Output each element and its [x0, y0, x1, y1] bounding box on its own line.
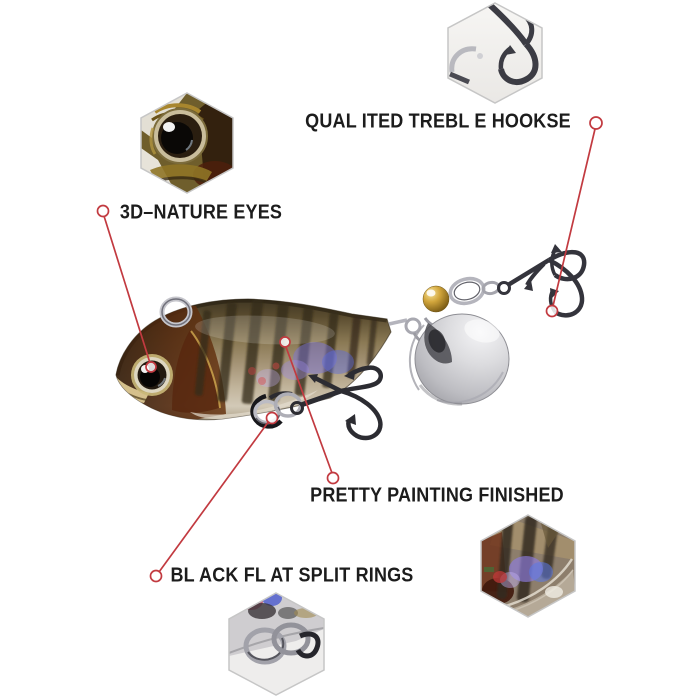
callout-marker-eyes-label	[96, 204, 110, 218]
callout-label-treble-hooks: QUAL ITED TREBL E HOOKSE	[305, 110, 571, 133]
lure-eye	[131, 354, 173, 396]
callout-line-painting	[285, 346, 333, 474]
belly-treble-hook	[290, 365, 384, 441]
lure-gill-plate	[172, 330, 219, 413]
callout-marker-hooks-label	[589, 116, 603, 130]
tail-split-ring	[448, 276, 486, 306]
lure-mouth	[116, 377, 149, 403]
callout-line-eyes	[103, 215, 151, 364]
inset-paint-border	[480, 514, 576, 618]
callout-label-nature-eyes: 3D–NATURE EYES	[119, 201, 283, 224]
callout-marker-paint-label	[326, 471, 340, 485]
callout-label-painting: PRETTY PAINTING FINISHED	[310, 484, 564, 507]
paint-closeup-art	[481, 515, 575, 617]
inset-treble-hook-closeup	[447, 2, 543, 104]
callout-line-hooks	[552, 128, 596, 307]
gold-bead	[422, 285, 450, 313]
inset-eye-border	[140, 92, 234, 194]
callout-line-rings	[158, 420, 270, 573]
eye-closeup-art	[141, 93, 233, 193]
callout-label-split-rings: BL ACK FL AT SPLIT RINGS	[170, 564, 414, 587]
rings-closeup-art	[229, 593, 324, 665]
callout-marker-ring-target	[265, 411, 279, 425]
inset-eye-closeup	[140, 92, 234, 194]
tail-wire	[388, 318, 408, 326]
hook-closeup-art	[449, 3, 539, 85]
tail-assembly	[388, 276, 501, 345]
callout-marker-paint-target	[279, 336, 291, 348]
lure	[115, 244, 587, 441]
lure-flank-highlight	[195, 315, 335, 345]
callout-marker-eye-target	[145, 361, 157, 373]
line-tie-loop	[159, 296, 193, 328]
callout-marker-hook-target	[545, 304, 559, 318]
inset-rings-border	[228, 592, 325, 696]
inset-paint-pattern-closeup	[480, 514, 576, 618]
lure-iridescence	[248, 342, 354, 387]
tail-wire-loop	[404, 317, 422, 335]
callout-marker-ring-label	[149, 569, 163, 583]
callout-lines	[96, 116, 603, 583]
inset-split-rings-closeup	[228, 592, 325, 696]
inset-hook-border	[447, 2, 543, 104]
spinner-blade	[408, 313, 510, 406]
rear-treble-hook	[497, 244, 587, 318]
